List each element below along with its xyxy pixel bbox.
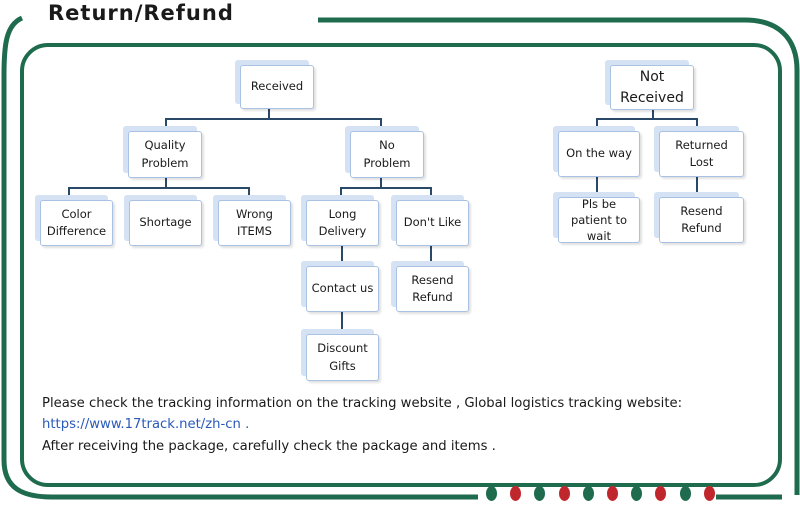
connector: [652, 108, 654, 119]
node-wrong-items: Wrong ITEMS: [218, 200, 291, 246]
connector: [696, 177, 698, 197]
connector: [68, 187, 70, 200]
connector: [248, 187, 250, 200]
connector: [596, 118, 697, 120]
node-pls-be-patient: Pls be patient to wait: [558, 197, 640, 243]
connector: [165, 118, 381, 120]
node-dont-like: Don't Like: [396, 200, 469, 246]
decor-dot-red: [510, 486, 522, 501]
connector: [340, 187, 342, 200]
decor-dot-green: [534, 486, 546, 501]
connector: [340, 187, 430, 189]
node-discount-gifts: Discount Gifts: [306, 334, 379, 381]
connector: [68, 187, 249, 189]
decor-dot-green: [631, 486, 643, 501]
tracking-note: Please check the tracking information on…: [42, 396, 683, 411]
decor-dot-red: [558, 486, 570, 501]
connector: [165, 118, 167, 130]
node-not-received: Not Received: [610, 65, 694, 110]
node-returned-lost: Returned Lost: [659, 131, 744, 177]
node-quality-problem: Quality Problem: [128, 131, 202, 178]
connector: [380, 178, 382, 188]
node-no-problem: No Problem: [350, 131, 424, 178]
decor-dot-green: [486, 486, 497, 501]
connector: [596, 177, 598, 197]
decor-dot-green: [582, 486, 594, 501]
node-received: Received: [240, 65, 314, 109]
decor-dot-red: [607, 486, 618, 501]
decor-dot-green: [679, 486, 691, 501]
connector: [430, 187, 432, 200]
connector: [165, 178, 167, 188]
check-package-note: After receiving the package, carefully c…: [42, 439, 496, 454]
connector: [430, 246, 432, 266]
node-long-delivery: Long Delivery: [306, 200, 379, 246]
node-on-the-way: On the way: [558, 131, 640, 177]
decor-dot-red: [703, 486, 715, 501]
decor-dot-red: [655, 486, 667, 501]
node-shortage: Shortage: [129, 200, 202, 246]
node-resend-refund-not-received: Resend Refund: [659, 197, 744, 243]
connector: [341, 312, 343, 334]
connector: [341, 246, 343, 266]
connector: [696, 118, 698, 130]
node-contact-us: Contact us: [306, 266, 379, 312]
page-title: Return/Refund: [48, 1, 234, 25]
connector: [380, 118, 382, 130]
node-color-difference: Color Difference: [40, 200, 113, 246]
node-resend-refund-received: Resend Refund: [396, 266, 469, 312]
connector: [268, 108, 270, 119]
connector: [596, 118, 598, 130]
tracking-link[interactable]: https://www.17track.net/zh-cn .: [42, 417, 250, 432]
